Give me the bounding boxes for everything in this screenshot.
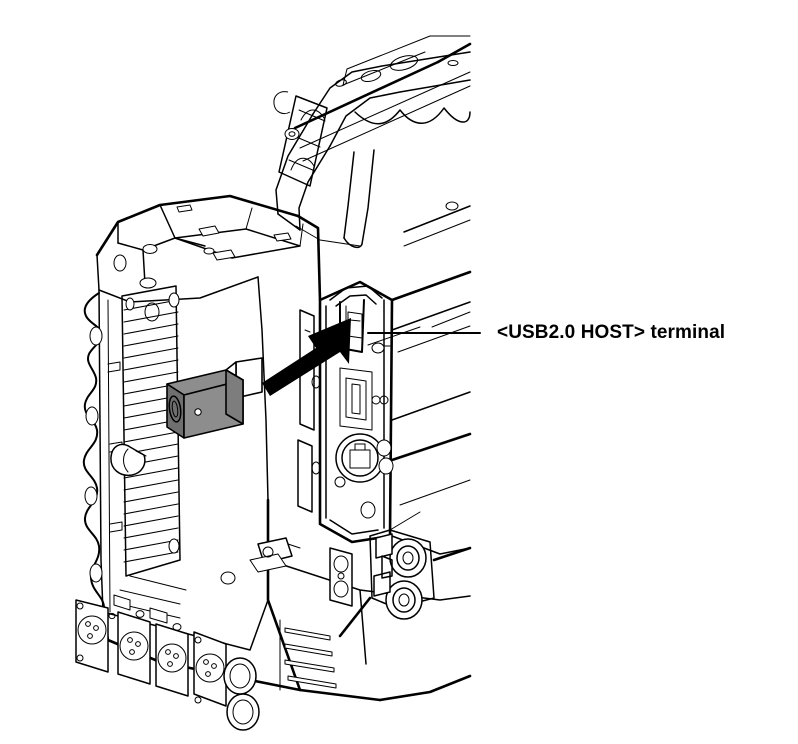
top-body-slab [293,35,472,162]
right-body-panel [390,201,472,555]
handle-front-bracket [273,91,328,187]
xlr-connector [155,623,189,697]
top-accessory-plate [95,194,304,322]
carry-handle [275,51,471,249]
side-knob [110,443,147,477]
callout-leader-line [367,311,481,346]
callout-label-usb-host: <USB2.0 HOST> terminal [497,322,726,343]
xlr-connector [193,631,227,707]
speaker-grille [279,619,337,691]
insertion-arrow [262,318,351,396]
usb-flash-drive [166,357,263,439]
lan-jack [334,433,394,488]
dsub-connector [339,367,389,431]
xlr-connector [75,599,109,673]
round-ports [223,657,260,731]
left-side-heatsink [121,285,181,577]
bottom-panel [75,575,269,731]
latch-button [249,537,293,573]
rosette-mounts [329,511,472,638]
xlr-connector [117,611,151,685]
